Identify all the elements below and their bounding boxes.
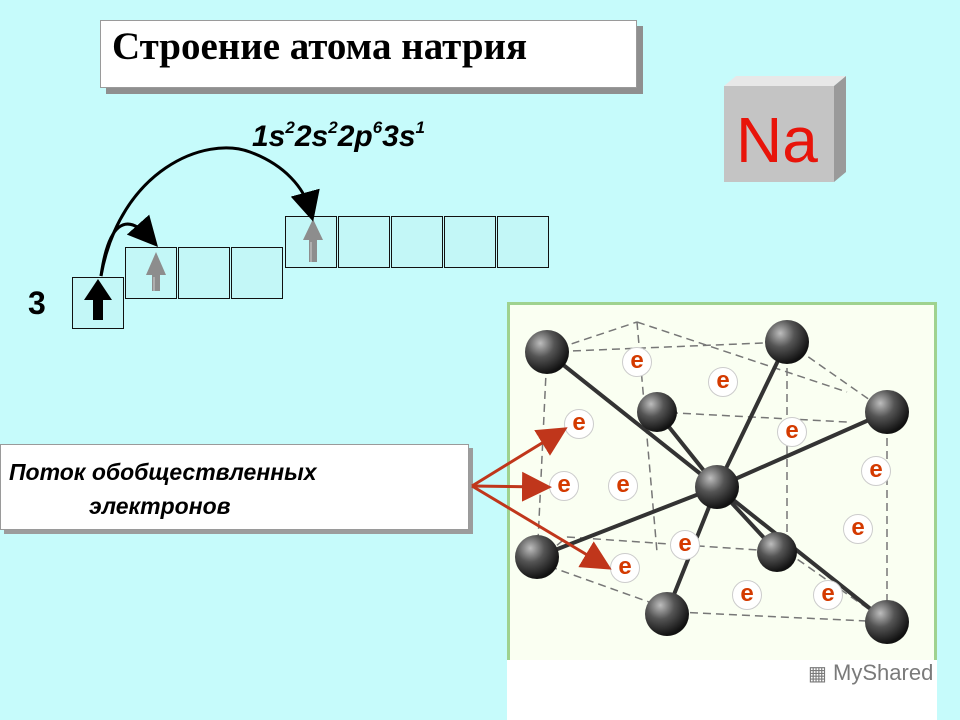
watermark-icon: ▦ <box>808 663 827 685</box>
energy-level-label: 3 <box>28 285 46 321</box>
formula-term-2s: 2s2 <box>294 118 338 153</box>
electron-up-arrow-3s <box>84 279 112 320</box>
pointer-arrow-middle <box>471 471 552 502</box>
orbital-3p-3 <box>231 247 283 299</box>
orbital-3d-2 <box>338 216 390 268</box>
orbital-3d-4 <box>444 216 496 268</box>
ghost-arrow-3d <box>303 219 323 262</box>
element-symbol: Na <box>736 104 818 176</box>
formula-term-3s: 3s1 <box>382 118 426 153</box>
electron: e <box>843 514 873 544</box>
electron: e <box>610 553 640 583</box>
electron: e <box>670 530 700 560</box>
pointer-arrow-upper <box>471 427 568 488</box>
callout-box: Поток обобществленных электронов <box>0 444 469 530</box>
callout-line-2: электронов <box>89 493 231 519</box>
ghost-arrow-3p <box>146 252 166 291</box>
electron: e <box>608 471 638 501</box>
formula-term-2p: 2p6 <box>337 118 383 153</box>
orbital-3p-2 <box>178 247 230 299</box>
crystal-lattice-drawing <box>507 320 937 720</box>
callout-line-1: Поток обобществленных <box>9 459 317 485</box>
pointer-arrow-lower <box>471 484 612 570</box>
electron: e <box>777 417 807 447</box>
electron-configuration: 1s22s22p63s1 <box>252 118 426 154</box>
electron: e <box>708 367 738 397</box>
electron: e <box>813 580 843 610</box>
formula-term-1s: 1s2 <box>252 118 295 153</box>
curved-arrow-to-3d <box>99 146 320 277</box>
electron: e <box>622 347 652 377</box>
electron: e <box>861 456 891 486</box>
electron: e <box>732 580 762 610</box>
title-box <box>100 20 637 88</box>
lattice-atoms <box>515 320 909 644</box>
watermark: ▦ MyShared <box>808 660 934 685</box>
slide-title: Строение атома натрия <box>112 25 528 68</box>
electron: e <box>564 409 594 439</box>
element-cube <box>724 76 846 182</box>
orbital-3d-5 <box>497 216 549 268</box>
orbital-3d-3 <box>391 216 443 268</box>
lattice-bottom-strip <box>507 660 937 720</box>
